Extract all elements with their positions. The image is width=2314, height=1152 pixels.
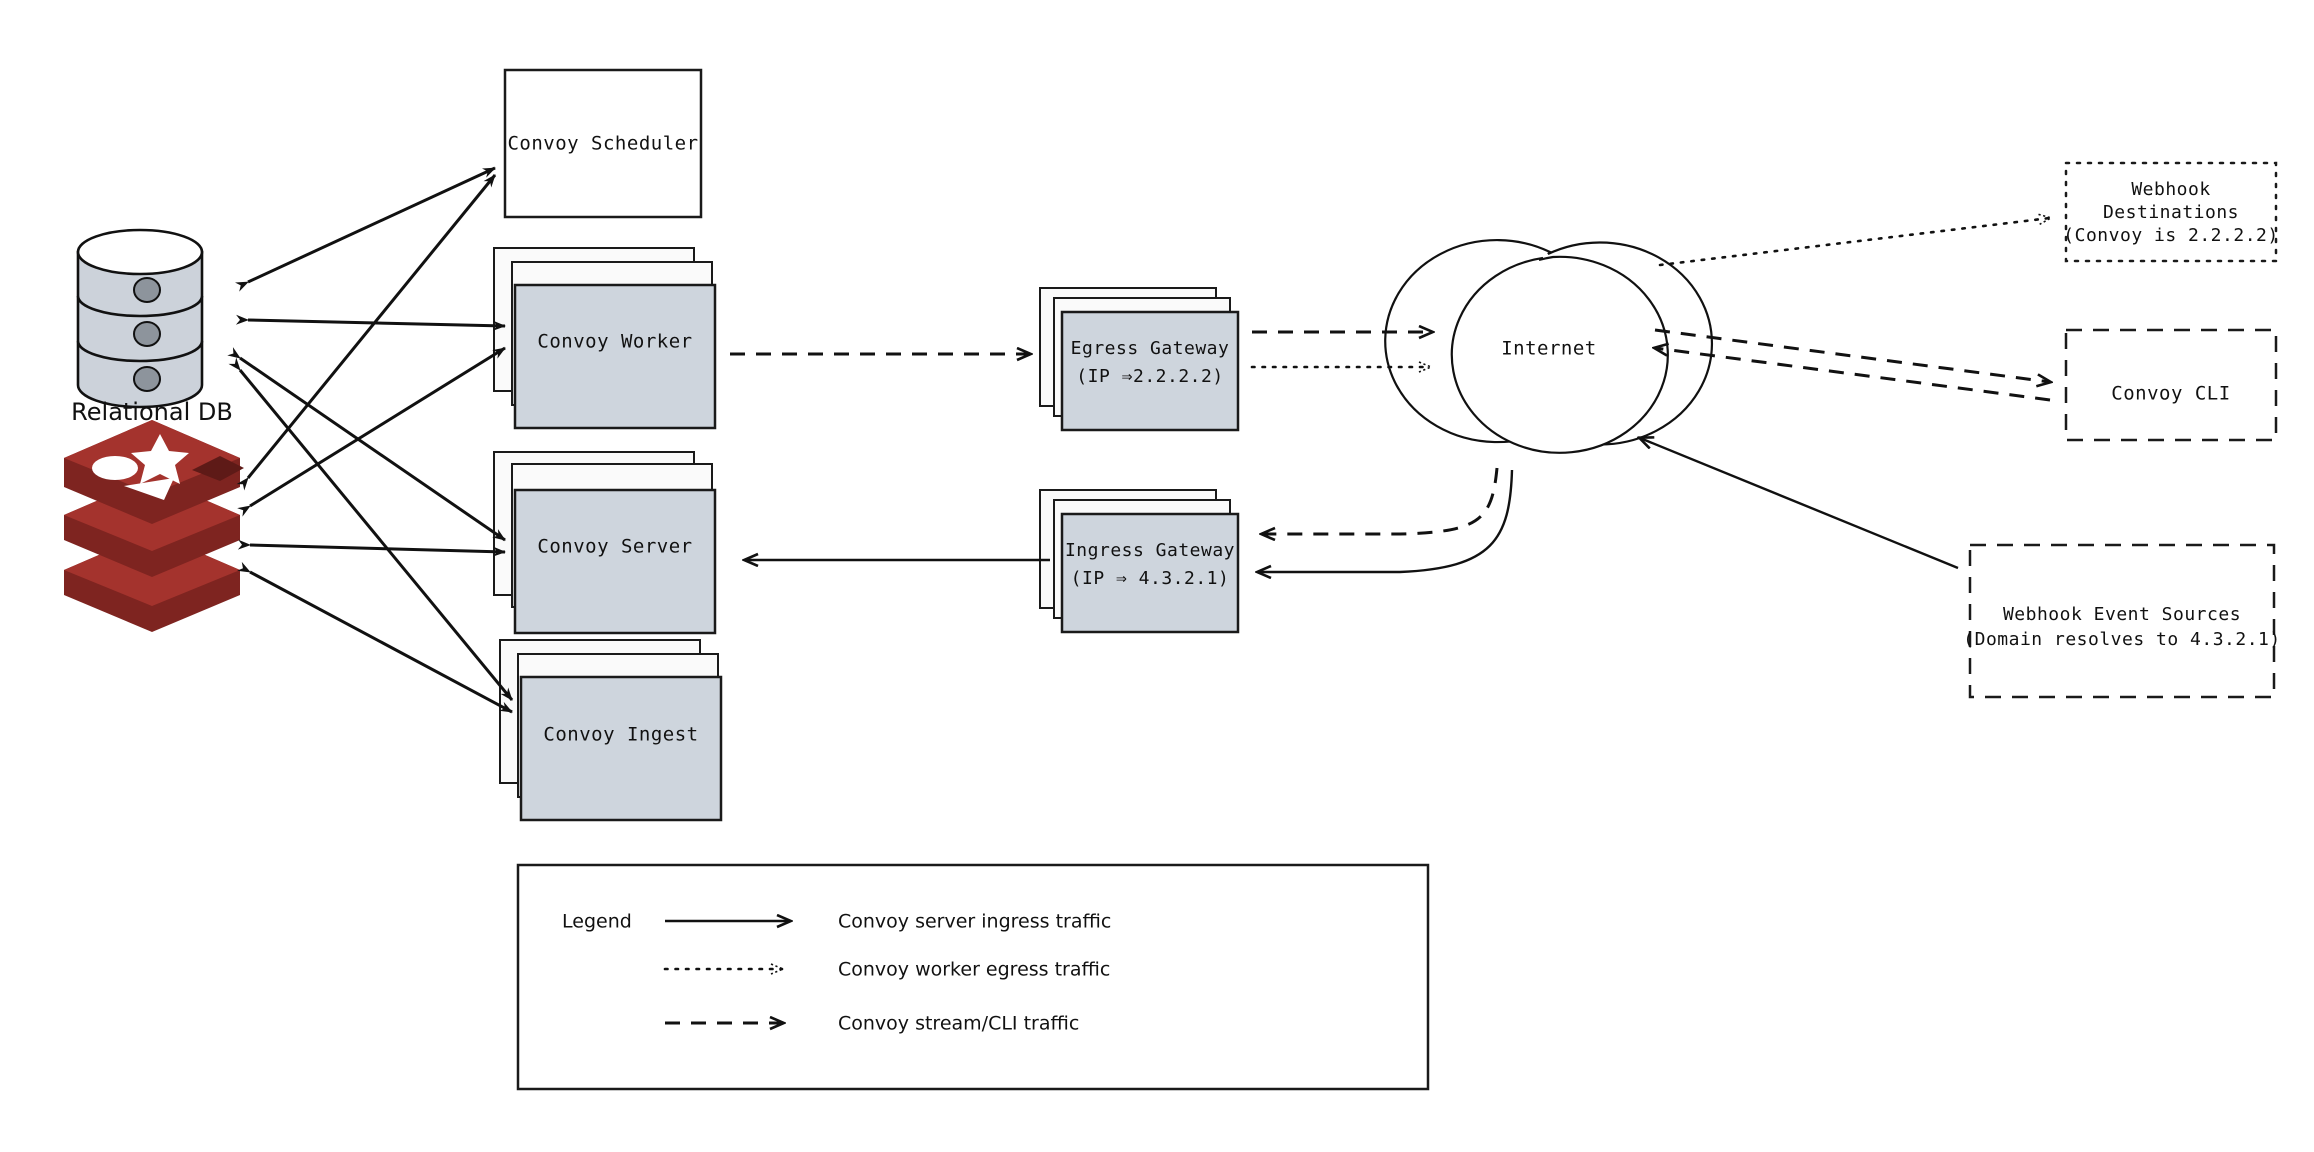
legend-solid-label: Convoy server ingress traffic bbox=[838, 911, 1111, 933]
legend-item-solid: Convoy server ingress traffic bbox=[665, 911, 1111, 933]
edge-redis-worker bbox=[237, 346, 506, 517]
ingress-gateway-line1: Ingress Gateway bbox=[1065, 540, 1235, 561]
egress-gateway-line2: (IP ⇒2.2.2.2) bbox=[1076, 366, 1223, 387]
convoy-server-label: Convoy Server bbox=[537, 536, 692, 558]
relational-db-node[interactable]: Relational DB bbox=[71, 228, 233, 426]
internet-label: Internet bbox=[1501, 338, 1597, 360]
webhook-event-sources-line1: Webhook Event Sources bbox=[2003, 604, 2241, 625]
edge-redis-ingest bbox=[237, 561, 513, 714]
webhook-destinations-line2: Destinations bbox=[2103, 202, 2239, 223]
legend-dashed-label: Convoy stream/CLI traffic bbox=[838, 1013, 1079, 1035]
convoy-worker-label: Convoy Worker bbox=[537, 331, 692, 353]
edge-db-scheduler bbox=[235, 166, 496, 292]
convoy-server-node[interactable]: Convoy Server bbox=[493, 451, 717, 635]
convoy-scheduler-label: Convoy Scheduler bbox=[507, 133, 698, 155]
ingress-gateway-line2: (IP ⇒ 4.3.2.1) bbox=[1071, 568, 1230, 589]
convoy-ingest-label: Convoy Ingest bbox=[543, 724, 698, 746]
edge-internet-cli-out bbox=[1654, 328, 2050, 382]
webhook-event-sources-line2: (Domain resolves to 4.3.2.1) bbox=[1963, 629, 2280, 650]
redis-node[interactable] bbox=[64, 420, 244, 632]
ingress-gateway-node[interactable]: Ingress Gateway (IP ⇒ 4.3.2.1) bbox=[1039, 489, 1240, 634]
egress-gateway-node[interactable]: Egress Gateway (IP ⇒2.2.2.2) bbox=[1039, 287, 1240, 432]
convoy-cli-label: Convoy CLI bbox=[2111, 383, 2230, 405]
legend-panel: Legend Convoy server ingress traffic Con… bbox=[516, 863, 1430, 1091]
internet-node[interactable]: Internet bbox=[1384, 239, 1713, 454]
edge-redis-server bbox=[237, 539, 506, 557]
edge-internet-ingress-dashed bbox=[1262, 467, 1499, 534]
convoy-worker-node[interactable]: Convoy Worker bbox=[493, 247, 717, 430]
convoy-cli-node[interactable]: Convoy CLI bbox=[2064, 328, 2278, 442]
legend-item-dotted: Convoy worker egress traffic bbox=[663, 959, 1110, 981]
edge-internet-cli-in bbox=[1655, 348, 2051, 402]
redis-stack-icon bbox=[64, 420, 244, 632]
edge-event-sources-internet bbox=[1640, 438, 1959, 570]
edge-internet-webhook-destinations bbox=[1658, 218, 2050, 267]
legend-title: Legend bbox=[562, 911, 632, 933]
egress-gateway-line1: Egress Gateway bbox=[1071, 338, 1230, 359]
legend-item-dashed: Convoy stream/CLI traffic bbox=[665, 1013, 1079, 1035]
legend-dotted-label: Convoy worker egress traffic bbox=[838, 959, 1110, 981]
convoy-scheduler-node[interactable]: Convoy Scheduler bbox=[503, 68, 703, 219]
webhook-destinations-node[interactable]: Webhook Destinations (Convoy is 2.2.2.2) bbox=[2063, 161, 2278, 263]
webhook-event-sources-node[interactable]: Webhook Event Sources (Domain resolves t… bbox=[1963, 543, 2280, 699]
webhook-destinations-line1: Webhook bbox=[2131, 179, 2210, 200]
edge-redis-scheduler bbox=[236, 174, 497, 491]
database-cylinder-icon bbox=[76, 228, 204, 409]
webhook-destinations-line3: (Convoy is 2.2.2.2) bbox=[2063, 225, 2278, 246]
edge-db-ingest bbox=[228, 357, 514, 701]
edge-group-datastores bbox=[227, 166, 514, 714]
edge-db-server bbox=[227, 347, 506, 542]
convoy-ingest-node[interactable]: Convoy Ingest bbox=[499, 639, 723, 822]
edge-internet-ingress-solid bbox=[1258, 469, 1514, 572]
